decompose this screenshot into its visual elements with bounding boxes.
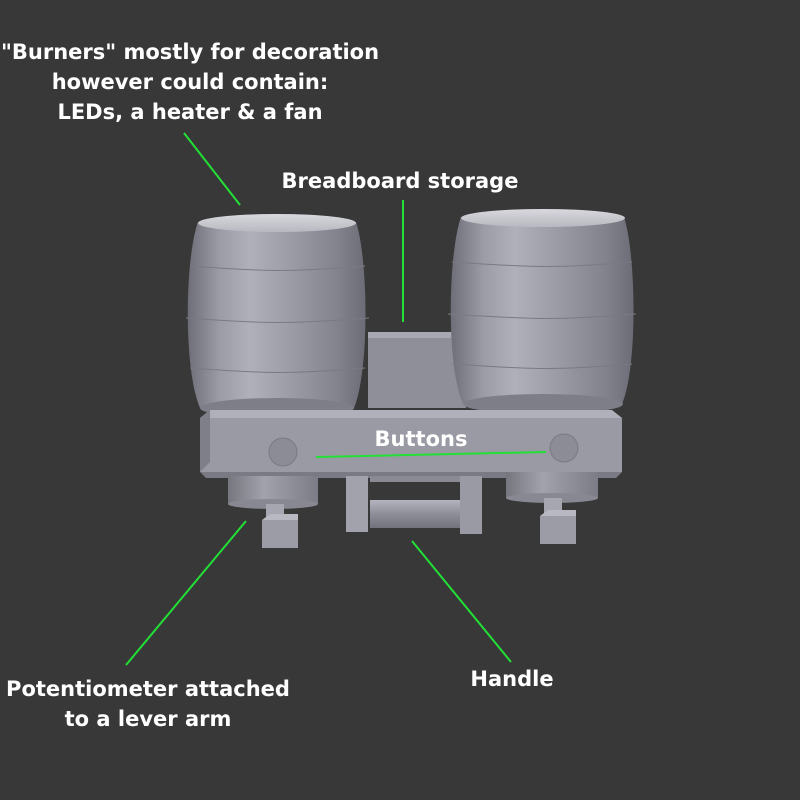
burners-annotation-line-1: "Burners" mostly for decoration (0, 40, 380, 64)
breadboard-annotation: Breadboard storage (270, 166, 530, 196)
burners-annotation-line-3: LEDs, a heater & a fan (57, 100, 323, 124)
handle-leader-line (411, 540, 512, 663)
base-plate-shape (200, 410, 622, 478)
potentiometer-annotation-line-1: Potentiometer attached (6, 677, 290, 701)
leader-lines (125, 132, 547, 666)
breadboard-annotation-text: Breadboard storage (281, 169, 519, 193)
right-burner-shape (447, 209, 637, 414)
breadboard-storage-shape (368, 332, 466, 408)
potentiometer-annotation: Potentiometer attached to a lever arm (0, 674, 296, 734)
buttons-leader-line (315, 451, 547, 458)
buttons-annotation: Buttons (366, 424, 476, 454)
left-potentiometer-shape (228, 476, 318, 548)
burners-annotation-line-2: however could contain: (51, 70, 329, 94)
right-button-shape (549, 433, 579, 463)
potentiometer-annotation-line-2: to a lever arm (64, 707, 232, 731)
handle-annotation: Handle (452, 664, 572, 694)
handle-shape (346, 476, 482, 534)
burners-leader-line (183, 132, 241, 206)
left-button-shape (268, 437, 298, 467)
potentiometer-leader-line (125, 520, 247, 666)
right-potentiometer-shape (506, 472, 598, 544)
left-burner-shape (185, 214, 370, 418)
burners-annotation: "Burners" mostly for decoration however … (0, 37, 380, 127)
buttons-annotation-text: Buttons (374, 427, 468, 451)
handle-annotation-text: Handle (470, 667, 554, 691)
